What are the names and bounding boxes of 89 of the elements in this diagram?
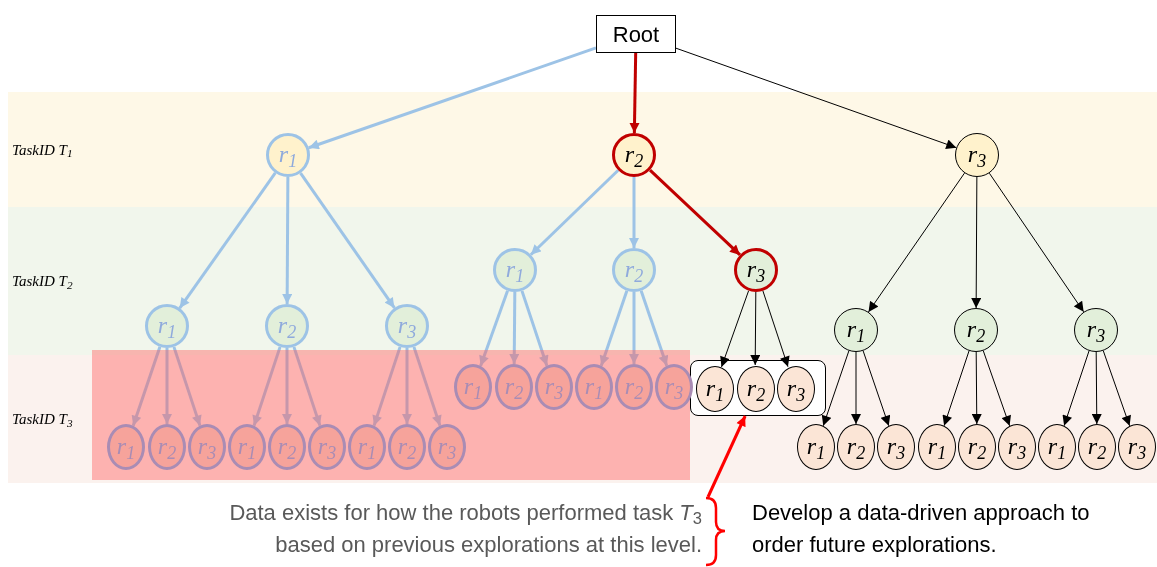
arrow <box>509 292 520 364</box>
task-level-label: TaskID T$_{2}$ <box>12 271 73 293</box>
robot-node: r$_{2}$ <box>265 304 309 348</box>
arrow <box>292 346 322 427</box>
arrow <box>629 52 640 134</box>
arrow <box>971 176 982 309</box>
task-level-band <box>8 355 1157 483</box>
arrow <box>971 351 982 425</box>
robot-node: r$_{1}$ <box>266 133 310 177</box>
arrow <box>178 172 277 309</box>
robot-node: r$_{2}$ <box>612 133 656 177</box>
task-level-label: TaskID T$_{1}$ <box>12 140 73 161</box>
robot-node: r$_{2}$ <box>388 424 426 470</box>
robot-node: r$_{2}$ <box>958 424 996 470</box>
robot-node: r$_{1}$ <box>454 364 492 410</box>
arrow <box>851 351 861 425</box>
robot-node: r$_{2}$ <box>612 248 656 292</box>
robot-node: r$_{1}$ <box>107 424 145 470</box>
robot-node: r$_{2}$ <box>148 424 186 470</box>
robot-node: r$_{3}$ <box>734 248 778 292</box>
robot-node: r$_{1}$ <box>1038 424 1076 470</box>
arrow <box>706 415 747 498</box>
robot-node: r$_{3}$ <box>877 424 915 470</box>
robot-node: r$_{2}$ <box>837 424 875 470</box>
robot-node: r$_{1}$ <box>575 364 613 410</box>
robot-node: r$_{1}$ <box>493 248 537 292</box>
robot-node: r$_{3}$ <box>998 424 1036 470</box>
robot-node: r$_{2}$ <box>737 366 775 412</box>
arrow <box>412 346 442 427</box>
robot-node: r$_{1}$ <box>918 424 956 470</box>
arrow <box>520 290 549 367</box>
robot-node: r$_{1}$ <box>797 424 835 470</box>
robot-node: r$_{3}$ <box>428 424 466 470</box>
arrow <box>402 348 412 424</box>
robot-node: r$_{3}$ <box>385 304 429 348</box>
arrow <box>1091 351 1102 425</box>
task-level-band <box>8 92 1157 207</box>
annotation-text: Data exists for how the robots performed task T$_{3}$ based on previous explorations at this level. <box>200 497 712 565</box>
robot-node: r$_{1}$ <box>696 366 734 412</box>
robot-node: r$_{3}$ <box>1074 308 1118 352</box>
robot-node: r$_{3}$ <box>777 366 815 412</box>
arrow <box>988 172 1085 313</box>
arrow <box>479 290 509 367</box>
arrow <box>282 348 292 424</box>
arrow <box>750 291 761 366</box>
root-box: Root <box>596 15 676 53</box>
robot-node: r$_{1}$ <box>834 308 878 352</box>
arrow <box>282 177 293 304</box>
arrow <box>942 350 970 427</box>
arrow <box>131 346 162 427</box>
arrow <box>1102 350 1131 427</box>
robot-node: r$_{2}$ <box>268 424 306 470</box>
arrow <box>529 169 620 256</box>
arrow <box>629 177 639 248</box>
arrow <box>821 350 850 427</box>
arrow <box>372 346 402 427</box>
arrow <box>649 169 741 256</box>
robot-node: r$_{2}$ <box>615 364 653 410</box>
robot-node: r$_{3}$ <box>1118 424 1156 470</box>
arrow <box>162 348 172 424</box>
robot-node: r$_{3}$ <box>655 364 693 410</box>
task-level-band <box>8 207 1157 355</box>
arrow <box>720 290 750 368</box>
task-level-label: TaskID T$_{3}$ <box>12 409 73 431</box>
arrow <box>675 47 957 149</box>
arrow <box>762 290 790 368</box>
selected-group-box <box>690 360 826 416</box>
robot-node: r$_{3}$ <box>535 364 573 410</box>
robot-node: r$_{2}$ <box>495 364 533 410</box>
arrow <box>639 290 669 367</box>
robot-node: r$_{3}$ <box>188 424 226 470</box>
robot-node: r$_{2}$ <box>954 308 998 352</box>
arrow <box>308 46 597 150</box>
arrow <box>299 172 396 309</box>
conclusion-text: Develop a data-driven approach to order future explorations. <box>752 499 1091 559</box>
arrow <box>982 350 1011 427</box>
robot-node: r$_{1}$ <box>348 424 386 470</box>
arrow <box>1062 350 1090 427</box>
arrow <box>629 292 639 364</box>
arrow <box>862 350 891 427</box>
robot-node: r$_{1}$ <box>145 304 189 348</box>
robot-node: r$_{3}$ <box>955 133 999 177</box>
arrow <box>868 172 965 313</box>
robot-node: r$_{2}$ <box>1078 424 1116 470</box>
arrow <box>599 290 629 367</box>
robot-node: r$_{3}$ <box>308 424 346 470</box>
arrow <box>252 346 282 427</box>
robot-node: r$_{1}$ <box>228 424 266 470</box>
arrow <box>172 346 202 427</box>
